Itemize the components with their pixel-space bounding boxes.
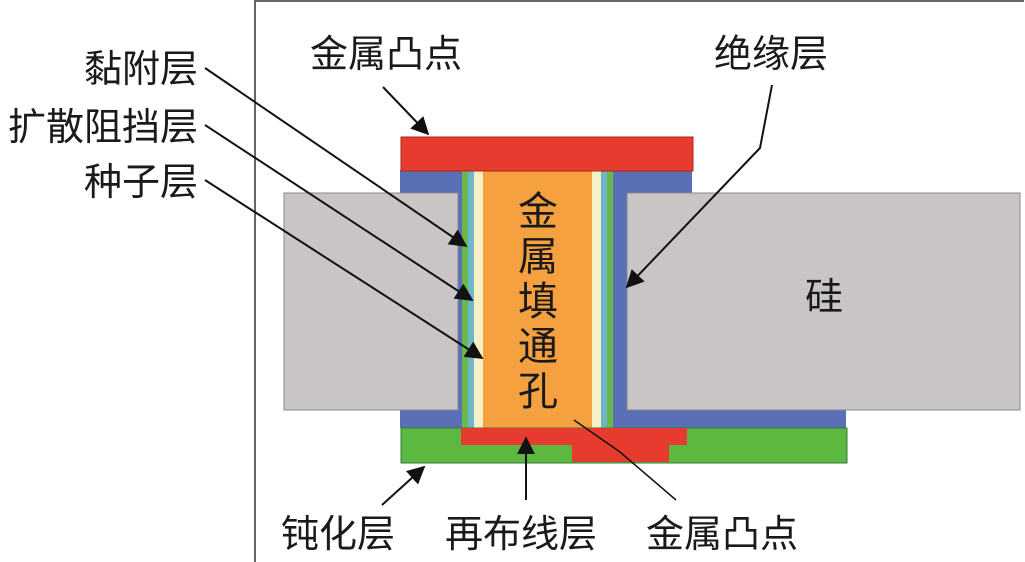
arrow-passivation xyxy=(381,465,426,506)
arrow-adhesion xyxy=(204,67,468,248)
label-rdl: 再布线层 xyxy=(445,512,597,556)
label-silicon: 硅 xyxy=(805,275,843,319)
seed-layer-right xyxy=(592,170,601,428)
barrier-layer-right xyxy=(601,170,607,428)
label-via-fill-char-3: 填 xyxy=(518,279,558,325)
top-metal-bump xyxy=(400,136,694,172)
label-insulation: 绝缘层 xyxy=(714,32,828,76)
label-via-fill-char-1: 金 xyxy=(518,189,558,235)
label-via-fill-char-5: 孔 xyxy=(518,369,558,415)
label-diffusion-barrier: 扩散阻挡层 xyxy=(8,105,198,149)
label-top-bump: 金属凸点 xyxy=(310,32,462,76)
label-via-fill-char-2: 属 xyxy=(518,234,558,280)
label-bottom-bump: 金属凸点 xyxy=(646,512,798,556)
label-seed: 种子层 xyxy=(84,160,198,204)
frame-border xyxy=(254,0,1024,562)
silicon-left xyxy=(283,192,459,411)
seed-layer-left xyxy=(474,170,483,428)
arrow-diffusion-barrier xyxy=(204,124,474,301)
label-adhesion: 黏附层 xyxy=(84,47,198,91)
adhesion-layer-left xyxy=(462,170,468,428)
insulation-layer-bottom-right xyxy=(620,408,846,428)
adhesion-layer-right xyxy=(607,170,613,428)
silicon-right xyxy=(626,192,1021,411)
arrow-top-bump xyxy=(382,86,430,136)
metal-via-fill xyxy=(483,170,592,428)
arrow-insulation xyxy=(625,84,773,289)
label-via-fill-char-4: 通 xyxy=(518,324,558,370)
redistribution-layer xyxy=(461,428,687,445)
label-passivation: 钝化层 xyxy=(281,512,395,556)
leader-bottom-bump xyxy=(573,419,677,501)
arrow-seed xyxy=(204,179,484,359)
